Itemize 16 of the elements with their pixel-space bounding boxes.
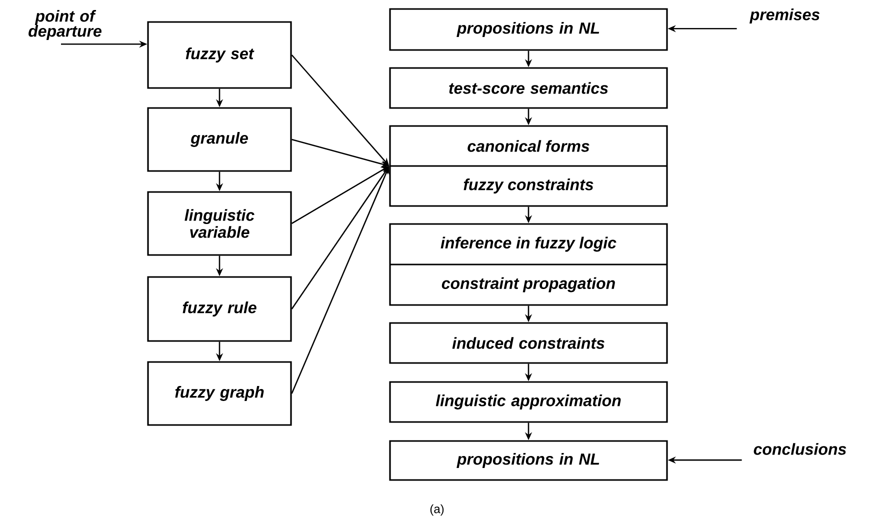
process-box: fuzzy set <box>147 21 292 89</box>
process-box: induced constraints <box>389 322 668 364</box>
caption: (a) <box>430 504 444 516</box>
text-label: point of departure <box>28 10 102 40</box>
process-box: inference in fuzzy logic constraint propagation <box>389 223 668 306</box>
process-box: propositions in NL <box>389 8 668 51</box>
process-box: test-score semantics <box>389 67 668 109</box>
process-box: fuzzy rule <box>147 276 292 342</box>
process-box: fuzzy graph <box>147 361 292 426</box>
process-box: granule <box>147 107 292 172</box>
process-box: linguistic variable <box>147 191 292 256</box>
process-box: propositions in NL <box>389 440 668 481</box>
text-label: conclusions <box>754 443 846 455</box>
process-box: linguistic approximation <box>389 381 668 423</box>
text-label: premises <box>750 8 820 24</box>
process-box: canonical forms fuzzy constraints <box>389 125 668 207</box>
